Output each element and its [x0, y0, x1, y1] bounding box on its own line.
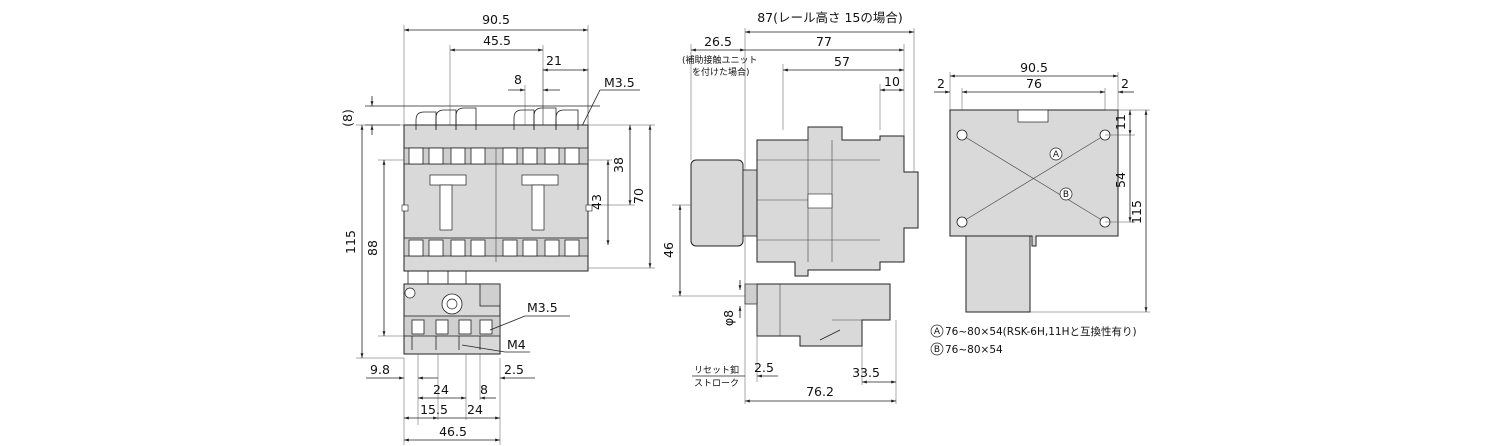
dim-45-5: 45.5	[483, 33, 511, 48]
dim-77: 77	[816, 34, 832, 49]
mount-mark-a: A	[1053, 150, 1060, 160]
dim-8-bottom: 8	[480, 382, 488, 397]
contactor-body	[401, 107, 593, 272]
mount-right-dimensions: 11 54 115	[1030, 109, 1150, 313]
mount-notes: A 76~80×54(RSK-6H,11Hと互換性有り) B 76~80×54	[930, 324, 1137, 356]
front-top-dimensions: 90.5 45.5 21 8 M3.5 (8)	[340, 12, 640, 135]
dim-24-b: 24	[467, 402, 483, 417]
aux-unit-note-1: (補助接触ユニット	[682, 54, 758, 66]
dim-8: 8	[514, 72, 522, 87]
dim-15-5: 15.5	[420, 402, 448, 417]
dim-33-5: 33.5	[852, 365, 880, 380]
dim-9-8: 9.8	[370, 362, 390, 377]
dim-phi-8: φ8	[721, 310, 736, 326]
mount-dim-115: 115	[1129, 200, 1144, 224]
dim-76-2: 76.2	[806, 384, 834, 399]
note-b-symbol: B	[934, 345, 940, 355]
dim-2-5: 2.5	[504, 362, 524, 377]
dim-90-5: 90.5	[482, 12, 510, 27]
dim-43: 43	[589, 194, 604, 210]
side-top-dimensions: 87(レール高さ 15の場合) 26.5 77 (補助接触ユニット を付けた場合…	[682, 10, 915, 404]
side-left-dimensions: 46 φ8 リセット釦 ストローク 2.5	[661, 204, 778, 389]
mount-edge-left-2: 2	[937, 76, 945, 91]
mount-dim-11: 11	[1113, 114, 1128, 130]
front-right-dimensions: 38 43 70	[588, 124, 655, 269]
note-b-text: 76~80×54	[945, 344, 1003, 356]
front-left-dimensions: 115 88	[343, 124, 404, 359]
top-terminal-row	[408, 147, 580, 165]
dim-88: 88	[365, 240, 380, 256]
mount-edge-right-2: 2	[1121, 76, 1129, 91]
screw-m3-5-relay: M3.5	[527, 300, 558, 315]
dim-reset-2-5: 2.5	[754, 360, 774, 375]
thermal-overload-relay	[403, 271, 501, 355]
front-bottom-dimensions: 9.8 2.5 24 8 15.5 24 46.5	[366, 354, 535, 445]
mount-dim-54: 54	[1113, 172, 1128, 188]
front-view: 90.5 45.5 21 8 M3.5 (8)	[340, 12, 655, 445]
mount-pitch-76: 76	[1026, 76, 1042, 91]
reset-stroke-label: ストローク	[694, 378, 739, 389]
dim-21: 21	[546, 53, 562, 68]
mount-width-90-5: 90.5	[1020, 60, 1048, 75]
dim-26-5: 26.5	[704, 34, 732, 49]
dim-offset-8: (8)	[340, 109, 355, 127]
mount-mark-b: B	[1063, 190, 1069, 200]
mounting-view: 90.5 76 2 2 A B	[930, 60, 1150, 356]
aux-unit-note-2: を付けた場合)	[692, 66, 750, 78]
dim-10: 10	[884, 74, 900, 89]
note-a-symbol: A	[934, 327, 941, 337]
side-view: 87(レール高さ 15の場合) 26.5 77 (補助接触ユニット を付けた場合…	[661, 10, 919, 404]
dim-115: 115	[343, 230, 358, 254]
reset-button-label: リセット釦	[694, 364, 739, 376]
mount-plate: A B	[949, 109, 1119, 313]
side-bottom-dimensions: 33.5 76.2	[745, 320, 897, 404]
dim-57: 57	[834, 54, 850, 69]
dim-38: 38	[611, 157, 626, 173]
dim-46-5: 46.5	[439, 424, 467, 439]
note-a-text: 76~80×54(RSK-6H,11Hと互換性有り)	[945, 325, 1137, 338]
dim-87-rail: 87(レール高さ 15の場合)	[757, 10, 903, 25]
side-body	[690, 126, 919, 347]
dim-24-a: 24	[433, 382, 449, 397]
bottom-terminal-row	[408, 239, 580, 257]
dim-46: 46	[661, 242, 676, 258]
screw-m4: M4	[507, 337, 526, 352]
dim-70: 70	[631, 188, 646, 204]
screw-m3-5-top: M3.5	[604, 75, 635, 90]
